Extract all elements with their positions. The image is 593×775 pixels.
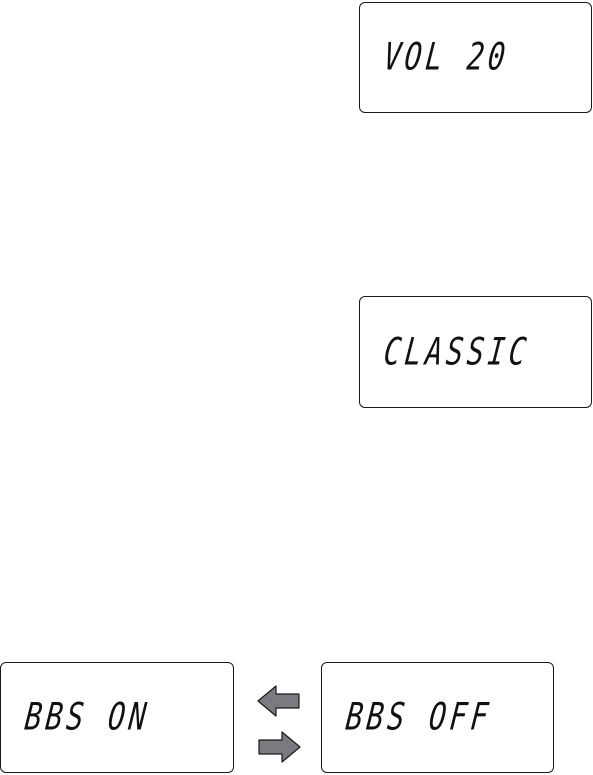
lcd-display-eq-mode: CLASSIC — [359, 296, 592, 408]
arrow-right-icon — [256, 730, 302, 764]
lcd-text-volume: VOL 20 — [382, 36, 511, 79]
lcd-text-bbs-off: BBS OFF — [344, 696, 494, 739]
lcd-display-volume: VOL 20 — [359, 2, 592, 113]
lcd-display-bbs-off: BBS OFF — [321, 662, 554, 773]
arrow-left-icon — [256, 684, 302, 718]
lcd-display-bbs-on: BBS ON — [0, 662, 234, 773]
lcd-text-eq-mode: CLASSIC — [382, 330, 532, 373]
lcd-text-bbs-on: BBS ON — [23, 696, 152, 739]
